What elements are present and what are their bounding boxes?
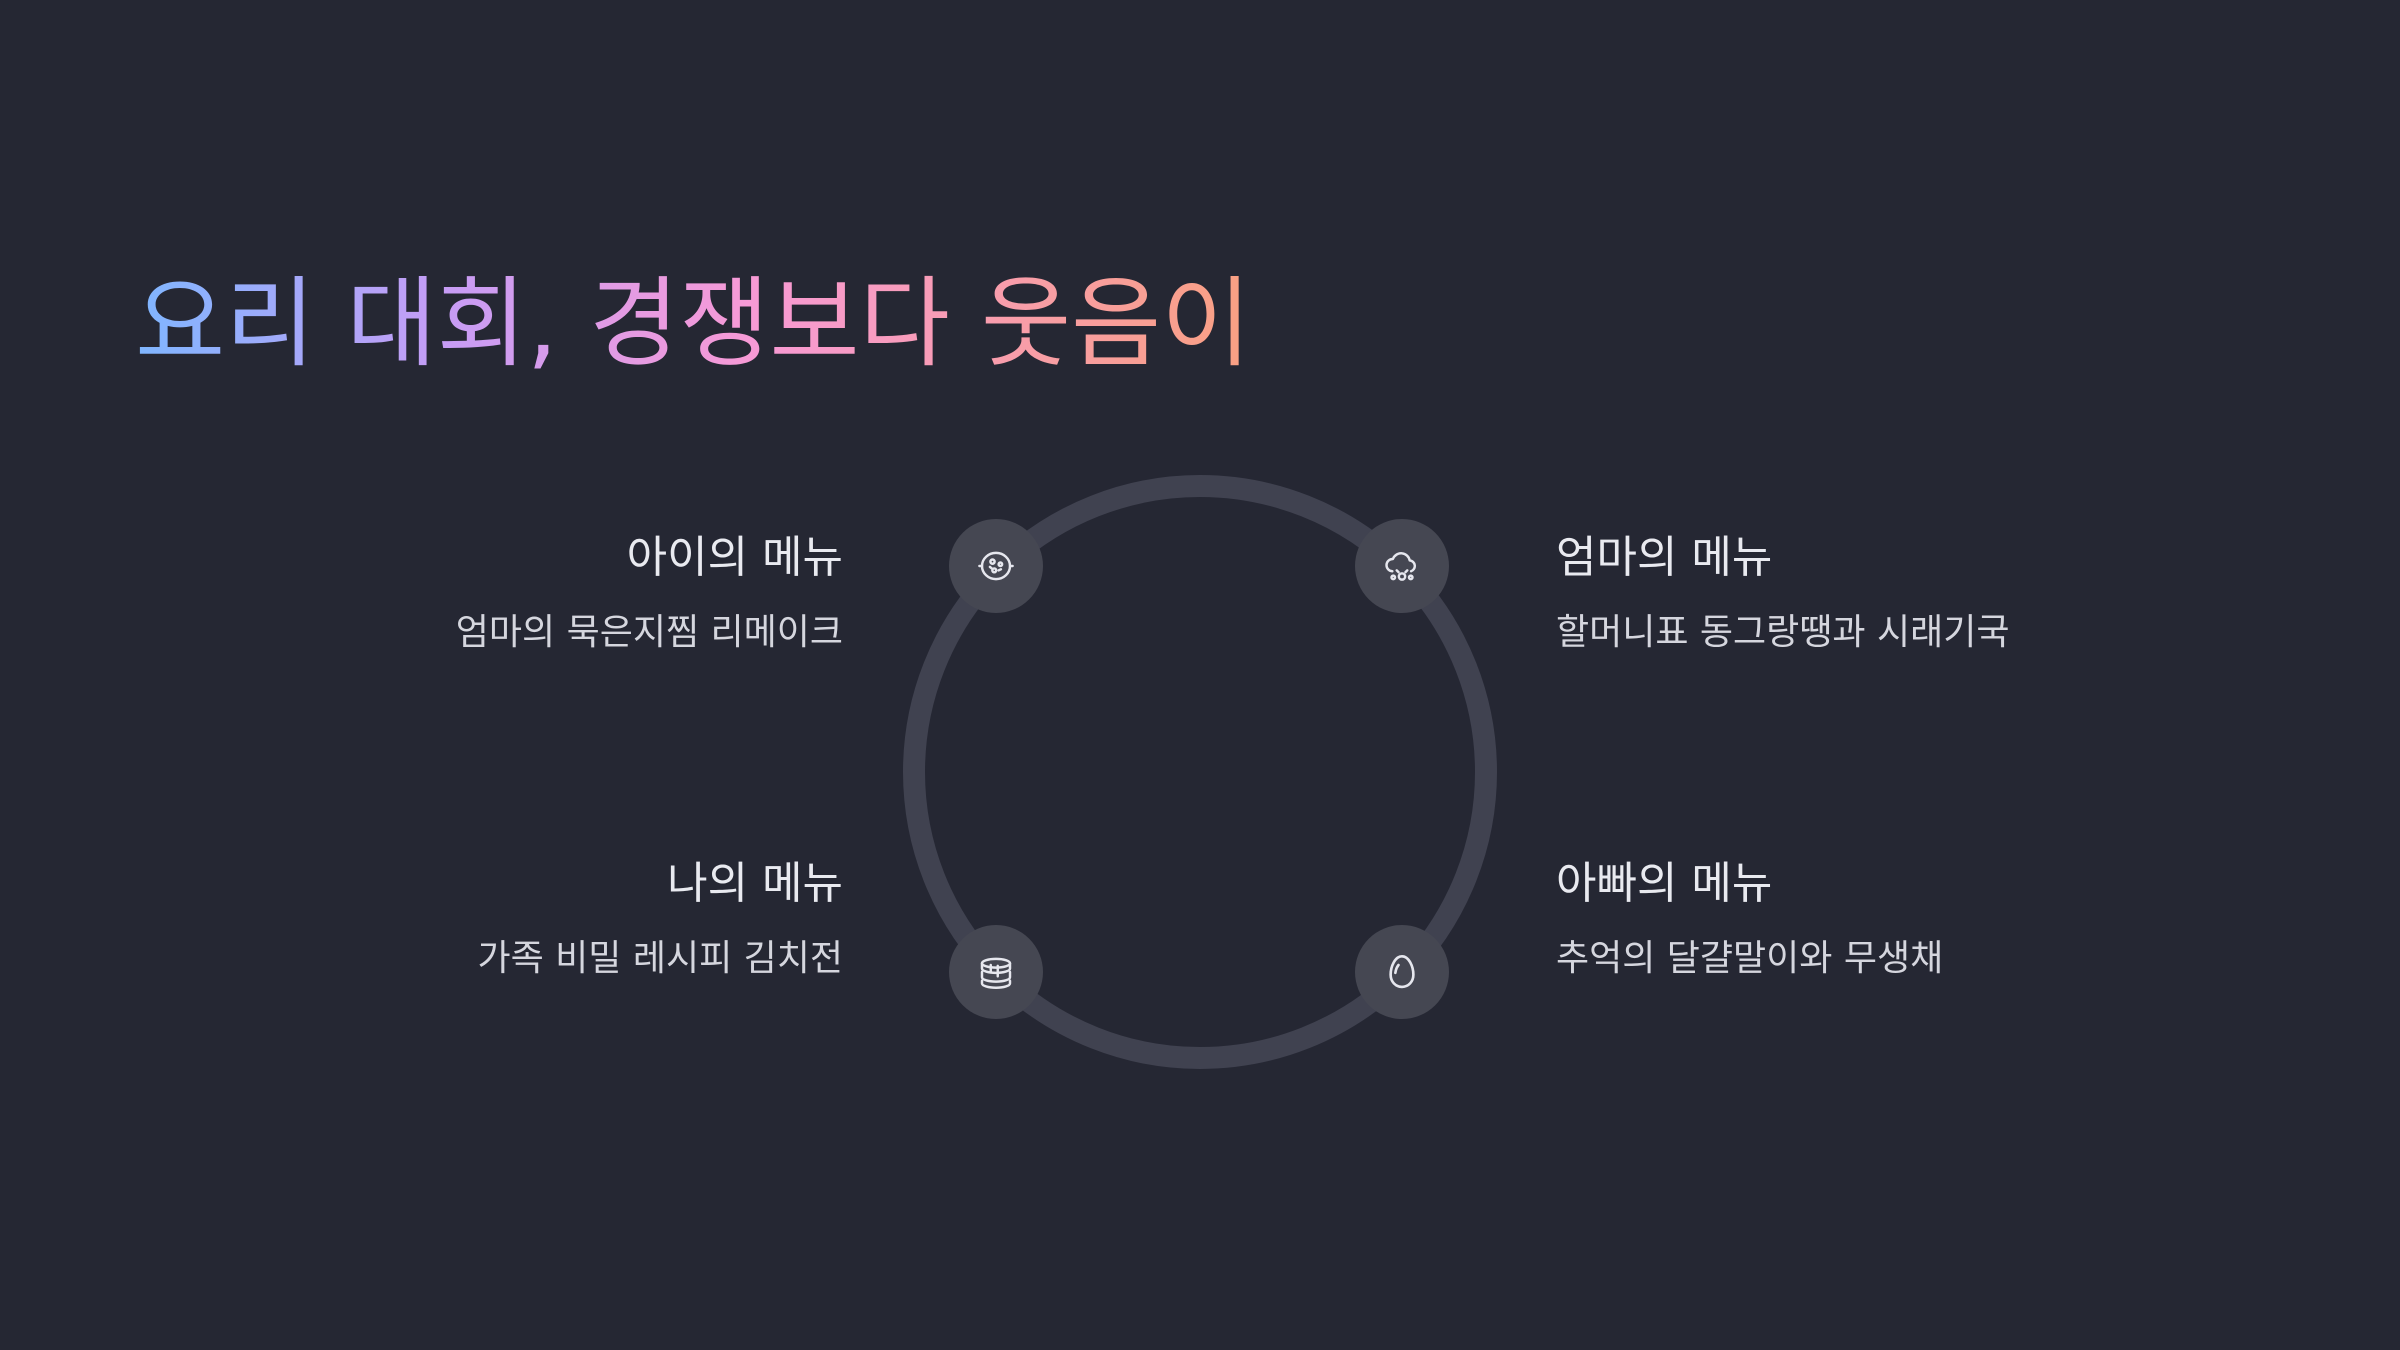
menu-item-me: 나의 메뉴 가족 비밀 레시피 김치전 [283,858,843,980]
menu-description: 엄마의 묵은지찜 리메이크 [455,611,843,653]
menu-item-dad: 아빠의 메뉴 추억의 달걀말이와 무생채 [1556,858,2116,980]
pancake-stack-icon [949,925,1043,1019]
menu-heading: 나의 메뉴 [667,858,843,909]
menu-heading: 아이의 메뉴 [626,532,843,583]
menu-description: 가족 비밀 레시피 김치전 [477,937,843,979]
cloud-steam-icon [1355,519,1449,613]
menu-description: 할머니표 동그랑땡과 시래기국 [1556,611,2010,653]
menu-description: 추억의 달걀말이와 무생채 [1556,937,1944,979]
menu-heading: 엄마의 메뉴 [1556,532,1773,583]
menu-item-child: 아이의 메뉴 엄마의 묵은지찜 리메이크 [283,532,843,654]
menu-heading: 아빠의 메뉴 [1556,858,1773,909]
page-title: 요리 대회, 경쟁보다 웃음이 [135,267,1252,381]
pizza-icon [949,519,1043,613]
egg-icon [1355,925,1449,1019]
menu-item-mom: 엄마의 메뉴 할머니표 동그랑땡과 시래기국 [1556,532,2116,654]
